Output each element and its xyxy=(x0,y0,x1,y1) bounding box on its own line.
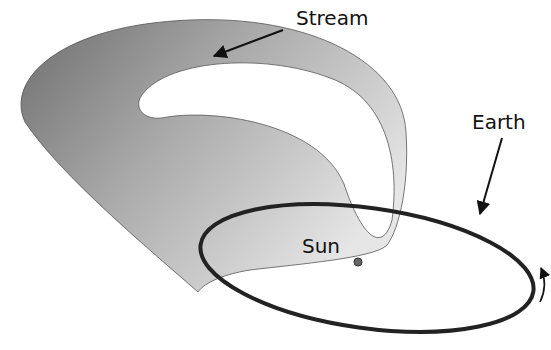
earth-orbit xyxy=(192,185,541,350)
sun-label: Sun xyxy=(302,236,340,256)
sun-dot xyxy=(354,258,362,266)
stream-ribbon xyxy=(21,20,407,292)
earth-label: Earth xyxy=(472,112,526,132)
orbit-direction-arrow xyxy=(540,268,545,302)
stream-label: Stream xyxy=(296,8,368,28)
leader-arrow xyxy=(480,138,502,214)
leader-arrow xyxy=(214,30,283,56)
